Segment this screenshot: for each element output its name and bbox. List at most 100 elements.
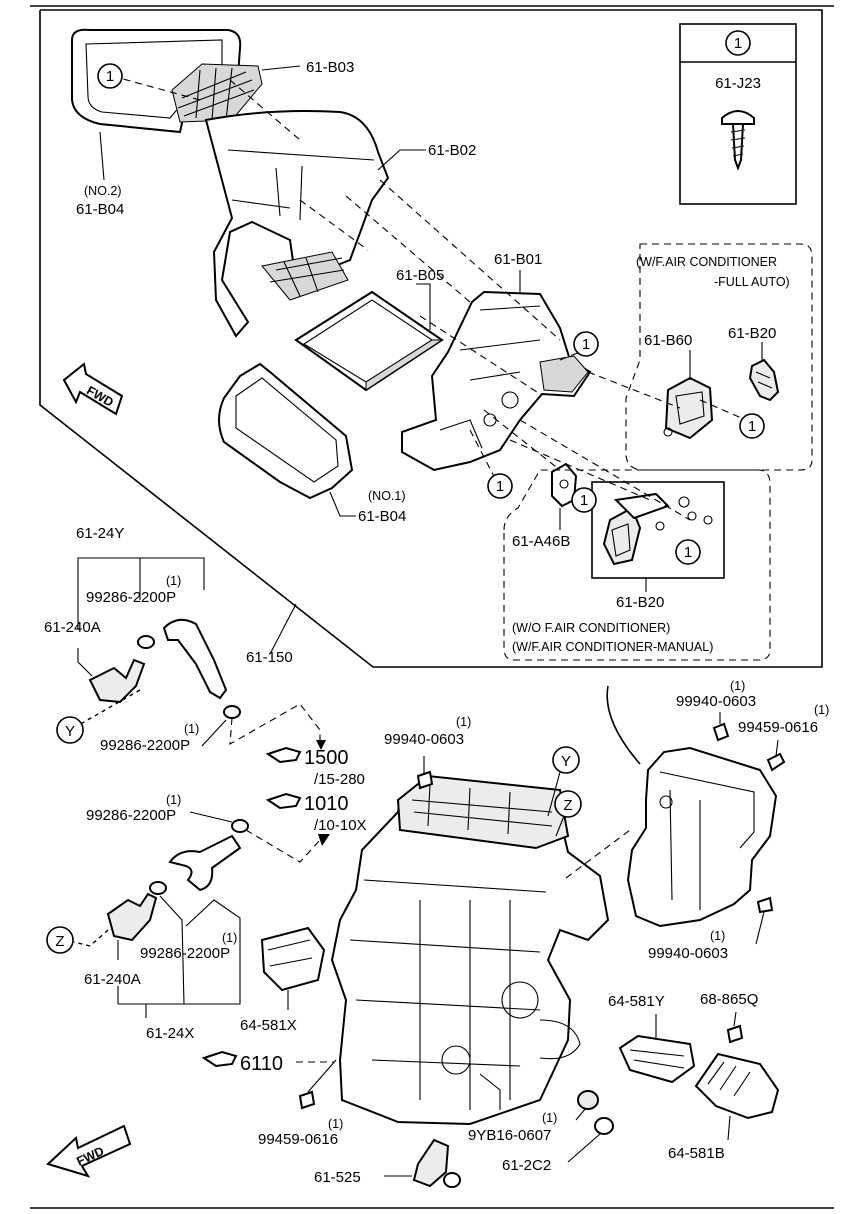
qty-9yb16: (1) (542, 1111, 557, 1125)
hand-icon-1010 (265, 792, 302, 810)
label-61-150: 61-150 (246, 649, 293, 666)
sensor-b20-full-auto (748, 358, 780, 402)
label-0603-right: 99940-0603 (676, 693, 756, 710)
label-61-b20-full-auto: 61-B20 (728, 325, 776, 342)
ref-1500: 1500 (304, 747, 349, 769)
label-68-865q: 68-865Q (700, 991, 758, 1008)
label-0603-lower: 99940-0603 (648, 945, 728, 962)
duct-581x (260, 926, 326, 1010)
separator-arc (606, 685, 641, 765)
svg-text:1: 1 (496, 478, 504, 495)
full-auto-title-2: -FULL AUTO) (714, 275, 790, 289)
label-0603-center: 99940-0603 (384, 731, 464, 748)
hose-group-top (69, 557, 321, 745)
legend-callout: 1 (734, 35, 742, 52)
seal-525 (384, 1138, 461, 1188)
qty-0603-right: (1) (730, 679, 745, 693)
manual-note-1: (W/O F.AIR CONDITIONER) (512, 621, 670, 635)
svg-text:1: 1 (582, 336, 590, 353)
label-no2: (NO.2) (84, 184, 122, 198)
label-61-525: 61-525 (314, 1169, 361, 1186)
label-clamp-top: 99286-2200P (86, 589, 176, 606)
legend-part-number: 61-J23 (715, 75, 761, 92)
label-61-b01: 61-B01 (494, 251, 542, 268)
blower-housing-b01 (401, 290, 592, 472)
label-9yb16: 9YB16-0607 (468, 1127, 551, 1144)
qty-0616-bottom: (1) (328, 1117, 343, 1131)
label-61-a46b: 61-A46B (512, 533, 570, 550)
hand-icon-6110 (201, 1050, 238, 1068)
fwd-arrow-lower: FWD (46, 1124, 132, 1178)
hose-group-bottom (73, 811, 330, 1018)
heater-unit (330, 774, 610, 1126)
label-clamp-mid: 99286-2200P (100, 737, 190, 754)
label-z-right: Z (563, 797, 572, 814)
qty-0603-lower: (1) (710, 929, 725, 943)
label-61-24y: 61-24Y (76, 525, 124, 542)
label-64-581x: 64-581X (240, 1017, 297, 1034)
qty-clamp-low2: (1) (222, 931, 237, 945)
svg-text:1: 1 (106, 68, 114, 85)
upper-leaders (99, 65, 763, 592)
ref-1010-sub: /10-10X (314, 817, 367, 834)
screw-icon (721, 110, 755, 171)
label-61-b20-lower: 61-B20 (616, 594, 664, 611)
callout-z-left (46, 926, 74, 954)
label-61-b03: 61-B03 (306, 59, 354, 76)
upper-section-frame (39, 9, 823, 668)
housing-b02 (204, 110, 390, 338)
svg-text:1: 1 (684, 544, 692, 561)
label-61-b04-top: 61-B04 (76, 201, 124, 218)
qty-clamp-low: (1) (166, 793, 181, 807)
qty-0616-right: (1) (814, 703, 829, 717)
label-64-581b: 64-581B (668, 1145, 725, 1162)
ref-1010: 1010 (304, 793, 349, 815)
label-61-b02: 61-B02 (428, 142, 476, 159)
svg-text:1: 1 (748, 418, 756, 435)
label-no1: (NO.1) (368, 489, 406, 503)
ref-6110: 6110 (240, 1053, 283, 1075)
lever-b20-manual (591, 481, 725, 579)
callout-y-right (552, 746, 580, 774)
qty-clamp-mid: (1) (184, 722, 199, 736)
filter-frame-no1 (218, 362, 354, 500)
filter-b05 (294, 290, 444, 392)
label-clamp-low2: 99286-2200P (140, 945, 230, 962)
label-61-2c2: 61-2C2 (502, 1157, 551, 1174)
qty-clamp-top: (1) (166, 574, 181, 588)
duct-581y (618, 1014, 696, 1084)
legend-box: 1 61-J23 (679, 23, 797, 205)
callout-z-right (554, 790, 582, 818)
label-y-left: Y (65, 723, 75, 740)
bolts-lower (298, 722, 786, 1110)
full-auto-title-1: (W/F.AIR CONDITIONER (636, 255, 777, 269)
label-61-b60: 61-B60 (644, 332, 692, 349)
arrow-down (316, 740, 326, 750)
label-64-581y: 64-581Y (608, 993, 665, 1010)
label-61-240a-top: 61-240A (44, 619, 101, 636)
grommet-2c2 (567, 1117, 614, 1163)
actuator-b60 (663, 376, 714, 440)
label-0616-bottom: 99459-0616 (258, 1131, 338, 1148)
label-61-b05: 61-B05 (396, 267, 444, 284)
duct-581b (694, 1052, 780, 1141)
upper-callouts: 1 1 1 1 1 1 (97, 63, 765, 565)
duct-right (626, 746, 778, 928)
svg-text:1: 1 (580, 492, 588, 509)
label-61-240a-bottom: 61-240A (84, 971, 141, 988)
clip-9yb16 (575, 1090, 599, 1121)
ref-1500-sub: /15-280 (314, 771, 365, 788)
full-auto-group-boundary (625, 243, 813, 471)
upper-assembly-lines (111, 75, 747, 521)
hand-icon-1500 (265, 746, 302, 764)
filter-grid-b03 (171, 63, 263, 123)
callout-circle (725, 30, 751, 56)
label-z-left: Z (55, 933, 64, 950)
label-61-b04-bottom: 61-B04 (358, 508, 406, 525)
label-0616-right: 99459-0616 (738, 719, 818, 736)
fwd-arrow-upper: FWD (62, 362, 124, 416)
manual-note-2: (W/F.AIR CONDITIONER-MANUAL) (512, 640, 713, 654)
label-y-right: Y (561, 753, 571, 770)
label-clamp-low: 99286-2200P (86, 807, 176, 824)
